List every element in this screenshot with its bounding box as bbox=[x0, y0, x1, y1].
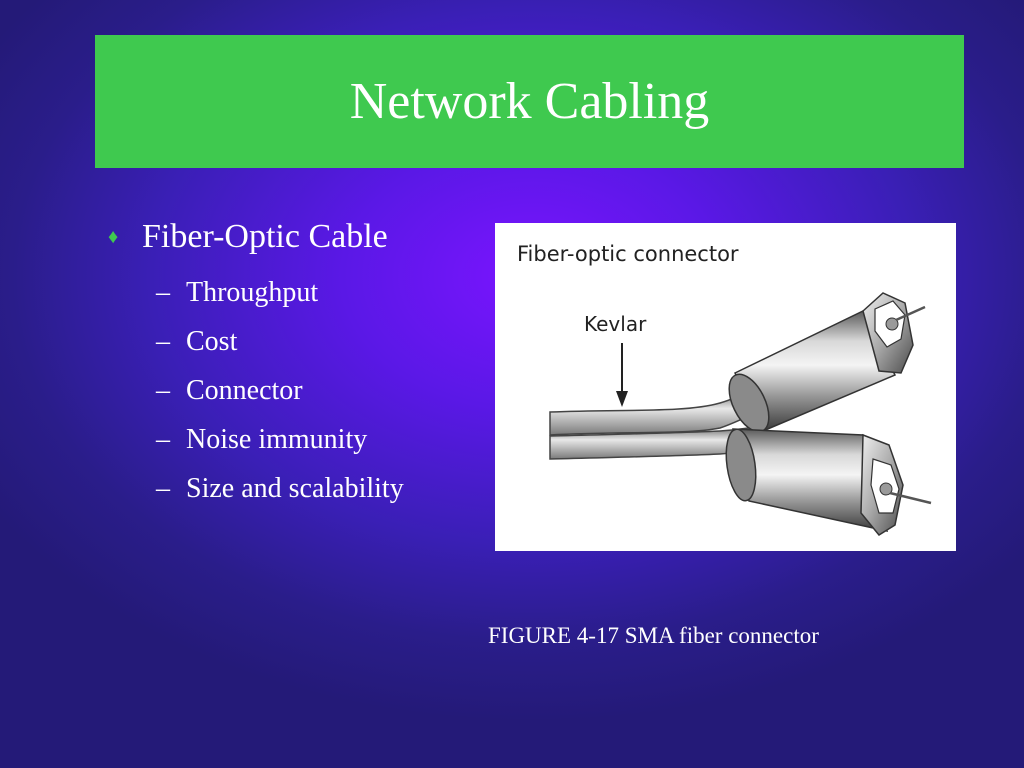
dash-bullet-icon: – bbox=[156, 424, 170, 455]
dash-bullet-icon: – bbox=[156, 375, 170, 406]
fiber-connector-illustration: Fiber-optic connector Kevlar bbox=[517, 242, 932, 536]
slide-title: Network Cabling bbox=[349, 73, 710, 130]
kevlar-arrow bbox=[616, 343, 628, 407]
figure-heading: Fiber-optic connector bbox=[517, 242, 739, 266]
sub-bullet-item: –Cost bbox=[156, 317, 404, 366]
sub-bullet-text: Connector bbox=[186, 375, 303, 406]
figure-caption: FIGURE 4-17 SMA fiber connector bbox=[488, 623, 819, 648]
dash-bullet-icon: – bbox=[156, 326, 170, 357]
dash-bullet-icon: – bbox=[156, 277, 170, 308]
sub-bullet-text: Size and scalability bbox=[186, 473, 404, 504]
sub-bullet-item: –Noise immunity bbox=[156, 415, 404, 464]
sub-bullet-item: –Throughput bbox=[156, 268, 404, 317]
sub-bullet-text: Noise immunity bbox=[186, 424, 368, 455]
diamond-bullet-icon: ♦ bbox=[108, 226, 119, 248]
upper-connector bbox=[728, 292, 926, 433]
sub-bullet-item: –Connector bbox=[156, 366, 404, 415]
bullet-list: ♦ Fiber-Optic Cable –Throughput –Cost –C… bbox=[108, 214, 404, 513]
sub-bullet-text: Cost bbox=[186, 326, 238, 357]
kevlar-label: Kevlar bbox=[584, 312, 647, 336]
bullet-main-text: Fiber-Optic Cable bbox=[142, 218, 388, 255]
dash-bullet-icon: – bbox=[156, 473, 170, 504]
title-bar: Network Cabling bbox=[95, 35, 964, 168]
sub-bullet-list: –Throughput –Cost –Connector –Noise immu… bbox=[156, 268, 404, 513]
lower-connector bbox=[725, 428, 932, 536]
connector-figure: Fiber-optic connector Kevlar bbox=[495, 223, 956, 551]
bullet-item-main: ♦ Fiber-Optic Cable bbox=[108, 214, 404, 264]
sub-bullet-text: Throughput bbox=[186, 277, 319, 308]
sub-bullet-item: –Size and scalability bbox=[156, 464, 404, 513]
